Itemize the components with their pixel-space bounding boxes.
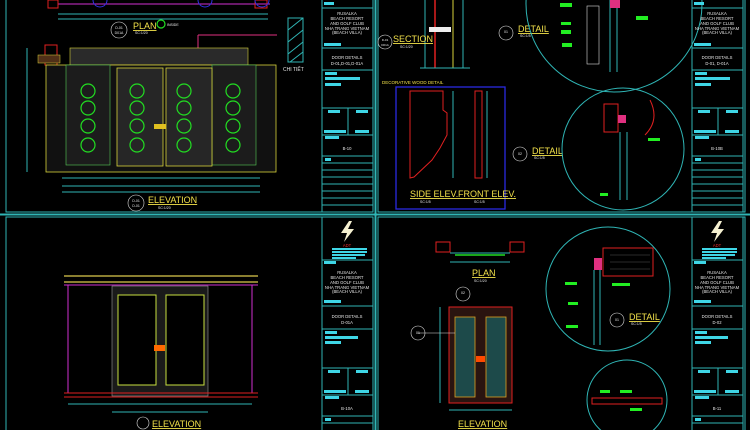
project-name-line1: RUSALKA (707, 11, 727, 16)
door-elevation-textured (418, 306, 513, 411)
logo-text: ADT (343, 243, 352, 248)
drawing-title-line1: DOOR DETAILS (332, 55, 363, 60)
detail2-scale: SC:1/5 (534, 156, 545, 160)
drawing-title-line2: D-01,D-01,D-01A (331, 61, 364, 66)
detail-ref: 01 (615, 318, 619, 322)
elev-ref2: D-01 (132, 204, 140, 208)
small-detail-circle (586, 359, 668, 430)
detail1-ref: 01 (504, 30, 508, 34)
section-title: SECTION (393, 34, 433, 44)
inside-label: INSIDE (167, 23, 179, 27)
door-elevation-carved (26, 44, 277, 193)
project-name-line2: BEACH RESORT (701, 16, 734, 21)
detail2-title: DETAIL (532, 146, 563, 156)
plan-scale: SC:1/20 (474, 279, 487, 283)
inside-marker-icon (156, 19, 166, 29)
plan-view (435, 241, 525, 263)
section-ref: D-01 (382, 38, 389, 42)
elevation-title: ELEVATION (458, 419, 507, 429)
elev-ref: D-01 (132, 199, 140, 203)
logo-text: ADT (713, 243, 722, 248)
plan-title: PLAN (133, 21, 157, 31)
project-name-line1: RUSALKA (707, 270, 727, 275)
detail1-title: DETAIL (518, 24, 549, 34)
sheet-top-left: D-01 D01A PLAN SC:1/20 INSIDE CHI TIẾT (26, 0, 304, 212)
title-block-bottom-right: ADT RUSALKA BEACH RESORT AND GOLF CLUB N… (691, 216, 744, 430)
sheet-bottom-right: PLAN SC:1/20 01 02 ELEVATION 01 DETAIL S… (410, 226, 671, 430)
plan-ref2: D01A (115, 31, 124, 35)
detail-title: DETAIL (629, 312, 660, 322)
section-scale: SC:1/20 (400, 45, 413, 49)
project-name-line1: RUSALKA (337, 11, 357, 16)
front-elev-profile (474, 90, 483, 179)
project-name-line3: AND GOLF CLUB (330, 280, 364, 285)
detail1-scale: SC:1/5 (520, 34, 531, 38)
project-name-line3: AND GOLF CLUB (700, 21, 734, 26)
elevation-scale: SC:1/20 (158, 206, 171, 210)
decorative-wood-frame (395, 86, 506, 210)
location-line1: NHA TRANG VIETNAM (695, 26, 740, 31)
sheet-number: B-10 (343, 146, 353, 151)
ref1: 01 (416, 331, 420, 335)
location-line2: (BEACH VILLA) (702, 30, 732, 35)
sheet-top-right: D-01 D01A SECTION SC:1/20 01 DETAIL SC:1… (377, 0, 703, 211)
detail-callout-circle (545, 226, 671, 352)
front-elev-scale: SC:1/5 (474, 200, 485, 204)
plan-view (47, 0, 270, 20)
drawing-title-line1: DOOR DETAILS (332, 314, 363, 319)
plan-ref: D-01 (115, 26, 123, 30)
adt-logo-icon (341, 221, 354, 242)
door-elevation-glass (64, 275, 258, 413)
location-line2: (BEACH VILLA) (332, 289, 362, 294)
detail1-callout-circle (525, 0, 703, 93)
section-ref2: D01A (381, 43, 389, 47)
title-block-bottom-left: ADT RUSALKA BEACH RESORT AND GOLF CLUB N… (321, 216, 374, 430)
location-line1: NHA TRANG VIETNAM (325, 26, 370, 31)
front-elev-title: FRONT ELEV. (458, 189, 516, 199)
elevation-reference-bubble (136, 416, 150, 430)
project-name-line3: AND GOLF CLUB (700, 280, 734, 285)
title-block-top-left: RUSALKA BEACH RESORT AND GOLF CLUB NHA T… (321, 0, 374, 213)
drawing-title-line2: D-02 (712, 320, 722, 325)
drawing-title-line1: DOOR DETAILS (702, 55, 733, 60)
location-line2: (BEACH VILLA) (332, 30, 362, 35)
chi-tiet-label: CHI TIẾT (283, 66, 304, 73)
sheet-number: B-11 (713, 406, 722, 411)
drawing-title-line1: DOOR DETAILS (702, 314, 733, 319)
elevation-reference-bubble (127, 194, 145, 212)
project-name-line1: RUSALKA (337, 270, 357, 275)
adt-logo-icon (711, 221, 724, 242)
sheet-number: B-10A (341, 406, 353, 411)
project-name-line2: BEACH RESORT (331, 275, 364, 280)
chi-tiet-hatch (287, 17, 304, 63)
plan-reference-bubble (110, 21, 128, 39)
location-line1: NHA TRANG VIETNAM (325, 285, 370, 290)
project-name-line2: BEACH RESORT (331, 16, 364, 21)
location-line2: (BEACH VILLA) (702, 289, 732, 294)
side-elev-scale: SC:1/5 (420, 200, 431, 204)
detail-scale: SC:1/5 (631, 322, 642, 326)
title-block-top-right: RUSALKA BEACH RESORT AND GOLF CLUB NHA T… (691, 0, 744, 213)
detail2-ref: 02 (518, 152, 522, 156)
elevation-title: ELEVATION (148, 195, 197, 205)
sheet-number: B-10B (711, 146, 723, 151)
plan-title: PLAN (472, 268, 496, 278)
project-name-line3: AND GOLF CLUB (330, 21, 364, 26)
drawing-title-line2: D-01A (341, 320, 353, 325)
plan-scale: SC:1/20 (135, 31, 148, 35)
project-name-line2: BEACH RESORT (701, 275, 734, 280)
location-line1: NHA TRANG VIETNAM (695, 285, 740, 290)
section-view (420, 0, 470, 69)
ref2: 02 (461, 291, 465, 295)
elevation-title: ELEVATION (152, 419, 201, 429)
side-elev-profile (409, 90, 448, 179)
decorative-wood-detail-title: DECORATIVE WOOD DETAIL (382, 80, 444, 85)
sheet-bottom-left: ELEVATION (64, 275, 258, 430)
detail2-callout-circle (561, 87, 685, 211)
side-elev-title: SIDE ELEV. (410, 189, 458, 199)
drawing-title-line2: D-01, D-01A (705, 61, 728, 66)
